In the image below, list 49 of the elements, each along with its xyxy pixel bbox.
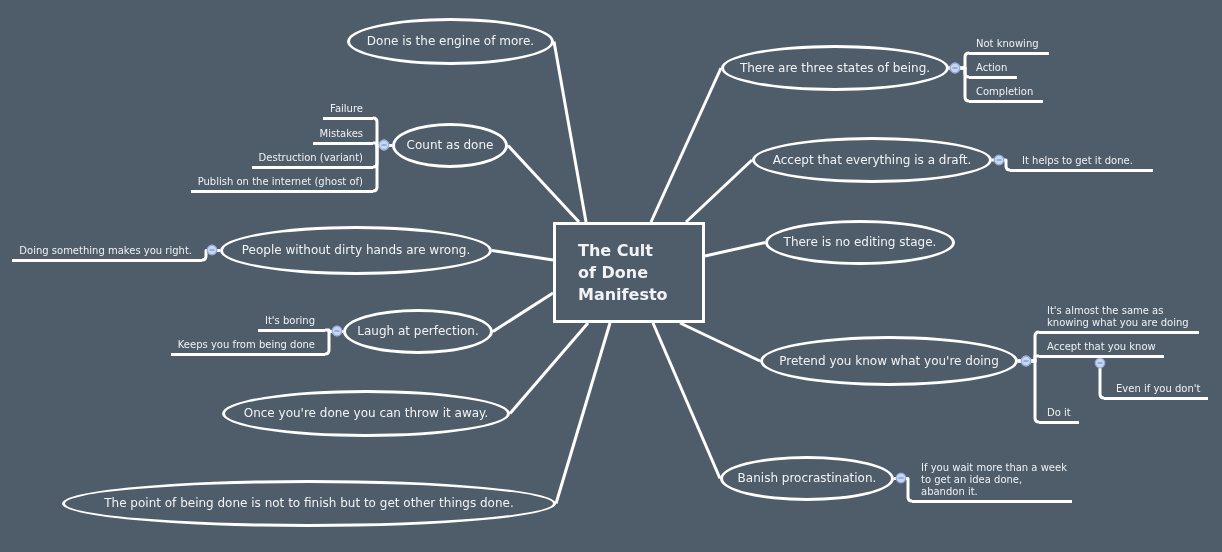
topic-text: The point of being done is not to finish but to get other things done. <box>104 496 514 511</box>
branch-line <box>679 321 761 363</box>
topic-text: There is no editing stage. <box>783 235 937 250</box>
branch-line <box>506 144 581 223</box>
subtopic-text: Action <box>969 61 1018 79</box>
topic-text: Done is the engine of more. <box>366 34 535 49</box>
subbranch-connector <box>992 154 1012 172</box>
subbranch-connector <box>1094 356 1106 400</box>
subtopic-text: Accept that you know <box>1039 340 1164 358</box>
central-topic-box <box>553 222 705 323</box>
topic-text: Accept that everything is a draft. <box>772 152 972 168</box>
branch-line <box>508 322 590 415</box>
subtopic-text: Failure <box>323 102 373 120</box>
subtopic-text: Completion <box>969 85 1044 103</box>
subtopic-text: Do it <box>1039 406 1079 424</box>
subbranch-connector <box>894 472 914 503</box>
branch-line <box>684 158 754 224</box>
branch-line <box>552 41 588 223</box>
branch-line <box>491 249 554 262</box>
subtopic-text: It's almost the same as knowing what you are doing <box>1039 304 1199 334</box>
branch-line <box>554 322 612 504</box>
subtopic-text: Not knowing <box>969 37 1049 55</box>
subtopic-text: Destruction (variant) <box>251 151 373 169</box>
subtopic-text: Doing something makes you right. <box>12 244 202 262</box>
subtopic-text: Keeps you from being done <box>170 338 325 356</box>
subtopic-text: Even if you don't <box>1104 382 1209 400</box>
subtopic-text: It helps to get it done. <box>1010 154 1153 172</box>
central-topic-title: The Cult of Done Manifesto <box>578 239 669 306</box>
topic-text: People without dirty hands are wrong. <box>241 243 471 258</box>
topic-text: Pretend you know what you're doing <box>779 353 999 369</box>
subbranch-connector <box>323 325 343 356</box>
branch-line <box>651 322 722 480</box>
branch-line <box>492 291 554 333</box>
topic-text: Laugh at perfection. <box>357 324 479 339</box>
branch-line <box>704 241 766 258</box>
subbranch-connector <box>371 139 392 193</box>
topic-text: Banish procrastination. <box>737 471 877 486</box>
subtopic-text: It's boring <box>257 314 325 332</box>
topic-text: Once you're done you can throw it away. <box>243 406 489 421</box>
subbranch-connector <box>949 62 971 103</box>
subbranch-connector <box>1018 355 1041 424</box>
subtopic-text: Publish on the internet (ghost of) <box>190 175 373 193</box>
topic-text: There are three states of being. <box>739 60 931 76</box>
subtopic-text: If you wait more than a week to get an idea done, abandon it. <box>912 461 1072 503</box>
branch-line <box>649 67 723 223</box>
subbranch-connector <box>200 244 220 262</box>
subtopic-text: Mistakes <box>312 127 373 145</box>
topic-ellipse <box>347 18 554 65</box>
topic-text: Count as done <box>406 138 494 153</box>
